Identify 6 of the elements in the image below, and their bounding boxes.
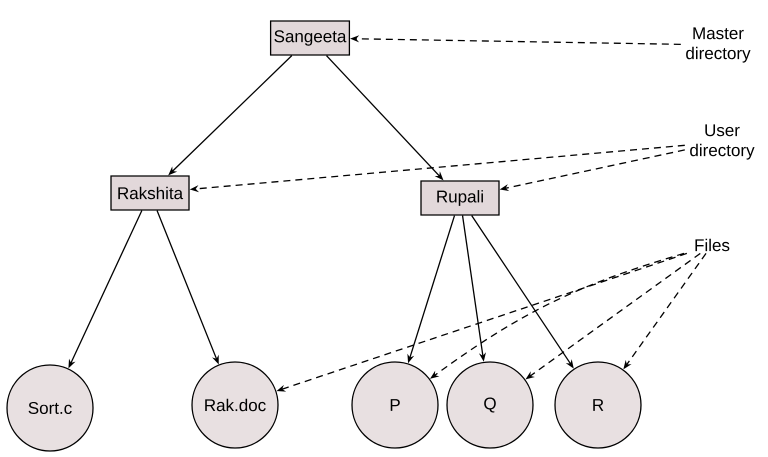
directory-box: Rupali [420,180,500,216]
directory-box: Rakshita [110,175,190,211]
callout-text: User directory [690,124,755,160]
callout-text: Files [695,238,730,252]
callout-text: Master directory [686,27,751,63]
directory-box: Sangeeta [270,20,350,56]
